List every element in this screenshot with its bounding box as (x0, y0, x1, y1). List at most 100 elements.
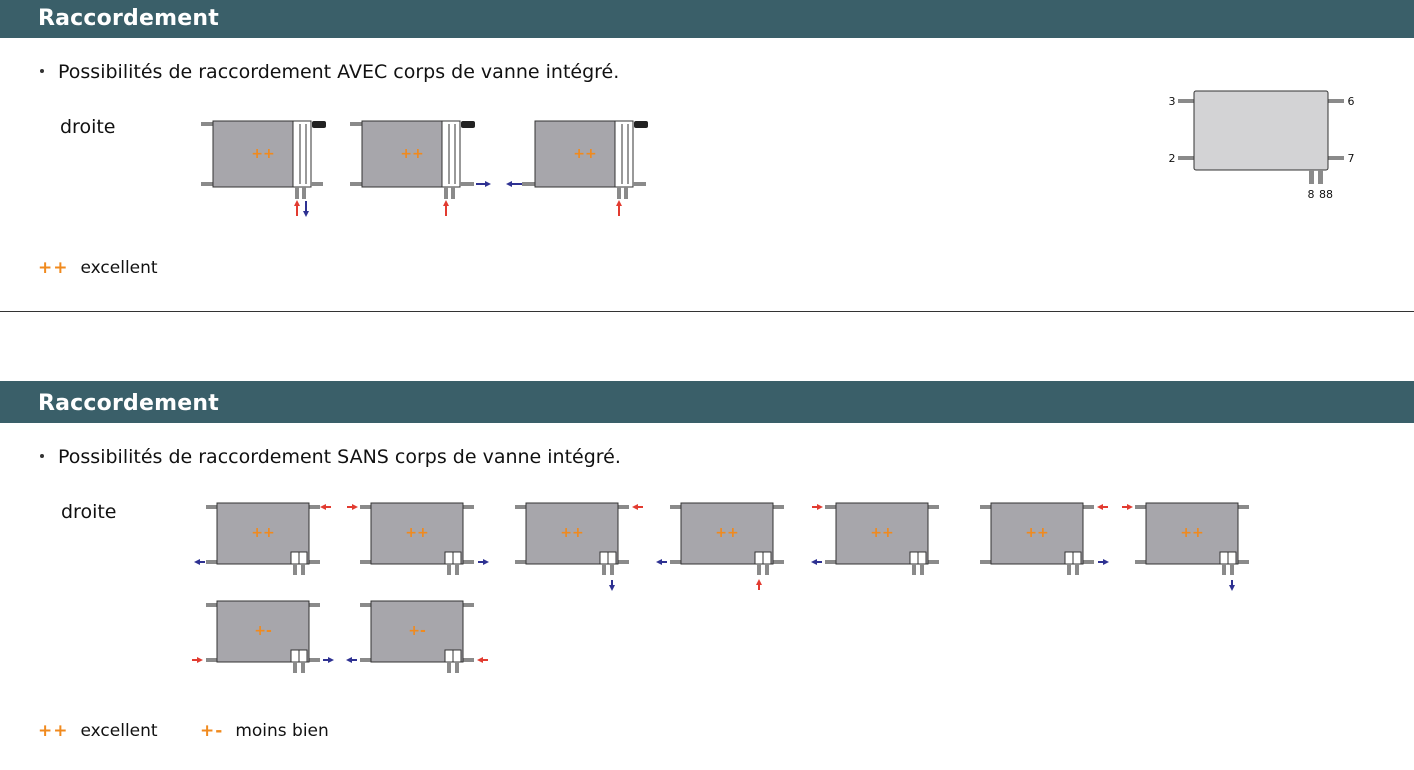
section2-bullet-text: Possibilités de raccordement SANS corps … (58, 446, 621, 468)
supply-arrowhead (443, 200, 449, 206)
pipe-stub (1075, 564, 1079, 575)
pipe-stub (302, 187, 306, 199)
pipe-stub (1318, 170, 1323, 184)
section2-radiator-9: +- (346, 600, 488, 673)
return-arrow-head (194, 559, 200, 565)
connection-label-88: 88 (1319, 188, 1333, 201)
pipe-stub (301, 662, 305, 673)
pipe-stub (920, 564, 924, 575)
supply-arrow-head (320, 504, 326, 510)
rating-label: +- (254, 623, 272, 639)
section1-radiator-3: ++ (506, 120, 648, 216)
pipe-stub (447, 662, 451, 673)
pipe-stub (757, 564, 761, 575)
rating-label: ++ (400, 146, 423, 162)
valve-body (441, 120, 461, 188)
pipe-stub (293, 662, 297, 673)
section2-radiator-3: ++ (515, 502, 643, 591)
pipe-stub (624, 187, 628, 199)
return-arrowhead (303, 211, 309, 217)
pipe-stub (1222, 564, 1226, 575)
section2-legend-excellent: ++ excellent (38, 721, 158, 741)
pipe-stub (1230, 564, 1234, 575)
rating-label: ++ (560, 525, 583, 541)
pipe-stub (912, 564, 916, 575)
section1-bullet: Possibilités de raccordement AVEC corps … (40, 61, 619, 83)
pipe-stub (444, 187, 448, 199)
return-arrowhead (485, 181, 491, 187)
return-arrowhead (506, 181, 512, 187)
rating-label: ++ (251, 146, 274, 162)
return-arrow-head (328, 657, 334, 663)
legend-text: excellent (80, 721, 158, 741)
radiator-body (216, 502, 310, 565)
legend-symbol: +- (200, 721, 224, 741)
bullet-dot (40, 453, 44, 458)
section2-radiator-5: ++ (811, 502, 939, 575)
supply-arrow-head (352, 504, 358, 510)
legend-text: moins bien (235, 721, 329, 741)
rating-label: ++ (870, 525, 893, 541)
section2-radiator-2: ++ (347, 502, 489, 575)
section2-bullet: Possibilités de raccordement SANS corps … (40, 446, 621, 468)
return-arrow-head (483, 559, 489, 565)
return-arrow-head (1229, 585, 1235, 591)
supply-arrow-head (632, 504, 638, 510)
rating-label: ++ (715, 525, 738, 541)
supply-arrow-head (1127, 504, 1133, 510)
section1-legend-excellent: ++ excellent (38, 258, 158, 278)
section1-side-label: droite (60, 116, 116, 138)
thermostat-head-icon (312, 121, 326, 128)
return-arrow-head (656, 559, 662, 565)
thermostat-head-icon (634, 121, 648, 128)
section2-legend-moins-bien: +- moins bien (200, 721, 329, 741)
thermostat-head-icon (461, 121, 475, 128)
radiator-body (212, 120, 296, 188)
bullet-dot (40, 68, 44, 73)
pipe-stub (301, 564, 305, 575)
section1-header: Raccordement (0, 0, 1414, 38)
supply-arrowhead (294, 200, 300, 206)
legend-symbol: ++ (38, 721, 69, 741)
section2-title: Raccordement (38, 391, 219, 416)
supply-arrow-head (756, 579, 762, 585)
supply-arrow-head (1097, 504, 1103, 510)
section1-bullet-text: Possibilités de raccordement AVEC corps … (58, 61, 620, 83)
section2-radiators: +++++++++++++++-+- (192, 502, 1249, 673)
pipe-stub (293, 564, 297, 575)
pipe-stub (451, 187, 455, 199)
pipe-stub (455, 662, 459, 673)
radiator-body (534, 120, 618, 188)
return-arrow-head (609, 585, 615, 591)
section2-radiator-6: ++ (980, 502, 1109, 575)
pipe-stub (455, 564, 459, 575)
valve-body (292, 120, 312, 188)
section1-radiator-1: ++ (201, 120, 326, 217)
reference-radiator-body (1193, 90, 1329, 171)
pipe-stub (295, 187, 299, 199)
reference-schematic: 3 2 6 7 8 88 (1169, 90, 1355, 201)
section-divider (0, 311, 1414, 312)
supply-arrowhead (616, 200, 622, 206)
section1-radiator-2: ++ (350, 120, 491, 216)
supply-arrow-head (477, 657, 483, 663)
connection-label-7: 7 (1348, 152, 1355, 165)
pipe-stub (765, 564, 769, 575)
section2-radiator-8: +- (192, 600, 334, 673)
rating-label: ++ (573, 146, 596, 162)
connection-label-6: 6 (1348, 95, 1355, 108)
section2-radiator-7: ++ (1122, 502, 1249, 591)
rating-label: ++ (1025, 525, 1048, 541)
section2-radiator-1: ++ (194, 502, 331, 575)
section2-header: Raccordement (0, 381, 1414, 423)
pipe-stub (1067, 564, 1071, 575)
legend-symbol: ++ (38, 258, 69, 278)
connection-label-8: 8 (1308, 188, 1315, 201)
legend-text: excellent (80, 258, 158, 278)
rating-label: +- (408, 623, 426, 639)
supply-arrow-head (197, 657, 203, 663)
pipe-stub (617, 187, 621, 199)
radiator-body (361, 120, 445, 188)
section2-side-label: droite (61, 501, 117, 523)
section1-title: Raccordement (38, 6, 219, 31)
